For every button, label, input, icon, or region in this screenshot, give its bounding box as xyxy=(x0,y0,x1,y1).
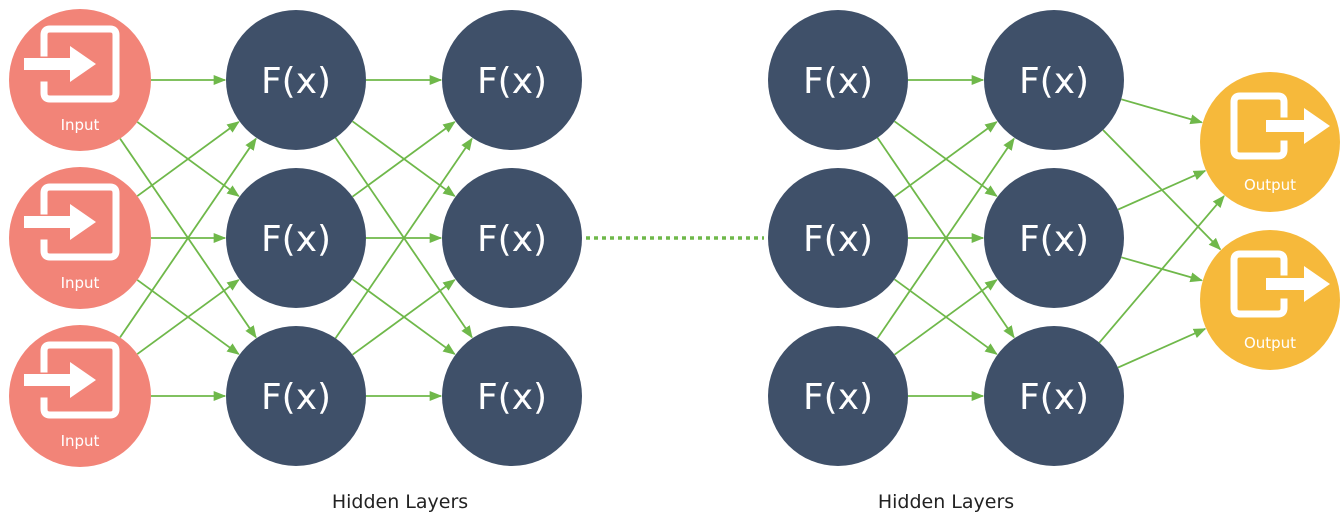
function-label: F(x) xyxy=(803,61,873,102)
output-node: Output xyxy=(1200,230,1340,370)
function-label: F(x) xyxy=(261,61,331,102)
hidden-node: F(x) xyxy=(768,326,908,466)
hidden3-to-hidden4-edge-2-1 xyxy=(893,279,998,356)
hidden3-to-hidden4-edge-1-0 xyxy=(893,121,998,198)
input-label: Input xyxy=(61,432,100,450)
hidden-circle xyxy=(226,168,366,308)
hidden-layers-caption-right: Hidden Layers xyxy=(878,491,1014,513)
output-node: Output xyxy=(1200,72,1340,212)
hidden4-to-output-edge-1-0 xyxy=(1117,170,1207,211)
function-label: F(x) xyxy=(477,219,547,260)
function-label: F(x) xyxy=(1019,377,1089,418)
hidden-circle xyxy=(442,168,582,308)
hidden-layers-caption-left: Hidden Layers xyxy=(332,491,468,513)
hidden-node: F(x) xyxy=(442,326,582,466)
input-to-hidden1-edge-1-0 xyxy=(136,121,240,197)
input-node: Input xyxy=(9,325,151,467)
hidden4-to-output-edge-2-1 xyxy=(1117,328,1207,369)
output-exit-icon xyxy=(1230,92,1330,160)
hidden1-to-hidden2-edge-2-1 xyxy=(351,279,456,356)
input-enter-icon xyxy=(24,341,120,419)
hidden-node: F(x) xyxy=(768,168,908,308)
function-label: F(x) xyxy=(477,377,547,418)
function-label: F(x) xyxy=(261,377,331,418)
input-to-hidden1-edge-2-0 xyxy=(119,137,257,338)
hidden-circle xyxy=(768,10,908,150)
function-label: F(x) xyxy=(1019,219,1089,260)
hidden4-to-output-edge-2-0 xyxy=(1098,195,1225,344)
hidden-node: F(x) xyxy=(442,168,582,308)
input-node: Input xyxy=(9,167,151,309)
nodes: InputInputInputF(x)F(x)F(x)F(x)F(x)F(x)F… xyxy=(9,9,1340,467)
hidden-circle xyxy=(442,10,582,150)
function-label: F(x) xyxy=(1019,61,1089,102)
hidden-circle xyxy=(226,10,366,150)
hidden-node: F(x) xyxy=(984,326,1124,466)
function-label: F(x) xyxy=(477,61,547,102)
hidden-circle xyxy=(768,326,908,466)
hidden-circle xyxy=(442,326,582,466)
hidden4-to-output-edge-0-0 xyxy=(1121,98,1203,125)
hidden-circle xyxy=(984,326,1124,466)
input-enter-icon xyxy=(24,25,120,103)
output-exit-icon xyxy=(1230,250,1330,318)
input-label: Input xyxy=(61,274,100,292)
input-node: Input xyxy=(9,9,151,151)
input-label: Input xyxy=(61,116,100,134)
hidden1-to-hidden2-edge-1-0 xyxy=(351,121,456,198)
hidden-circle xyxy=(984,168,1124,308)
hidden-node: F(x) xyxy=(768,10,908,150)
hidden-circle xyxy=(984,10,1124,150)
output-label: Output xyxy=(1244,334,1296,352)
hidden-circle xyxy=(226,326,366,466)
connections xyxy=(119,74,1225,402)
hidden-circle xyxy=(768,168,908,308)
hidden-node: F(x) xyxy=(226,168,366,308)
hidden-node: F(x) xyxy=(984,168,1124,308)
function-label: F(x) xyxy=(803,219,873,260)
function-label: F(x) xyxy=(803,377,873,418)
hidden-node: F(x) xyxy=(442,10,582,150)
hidden-node: F(x) xyxy=(984,10,1124,150)
input-enter-icon xyxy=(24,183,120,261)
hidden1-to-hidden2-edge-2-0 xyxy=(334,137,473,339)
hidden3-to-hidden4-edge-2-0 xyxy=(876,137,1015,339)
hidden-node: F(x) xyxy=(226,326,366,466)
hidden-node: F(x) xyxy=(226,10,366,150)
function-label: F(x) xyxy=(261,219,331,260)
output-label: Output xyxy=(1244,176,1296,194)
input-to-hidden1-edge-2-1 xyxy=(136,279,240,355)
